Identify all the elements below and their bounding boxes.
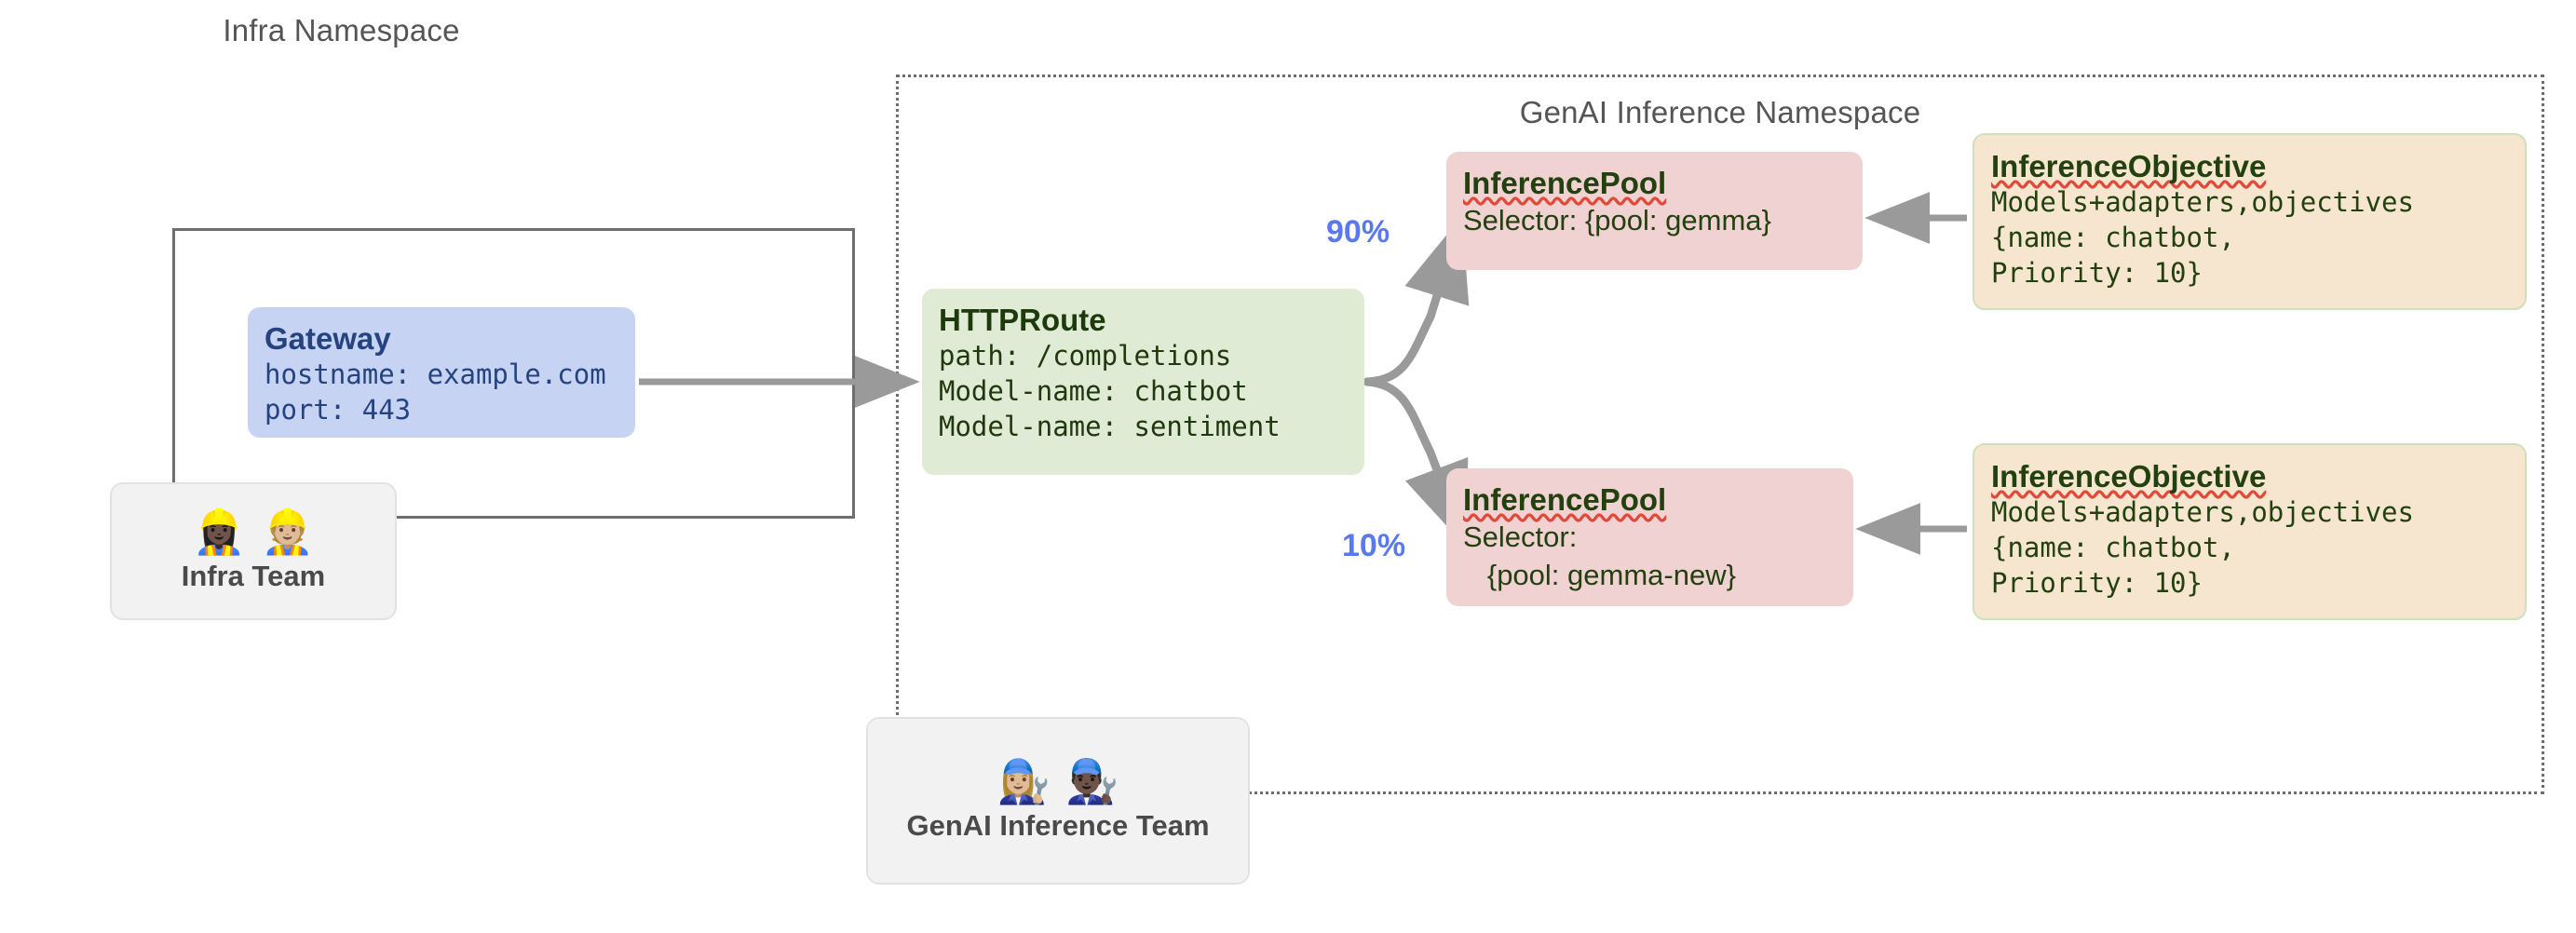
traffic-weight-10: 10% xyxy=(1342,528,1406,563)
namespace-infra-label: Infra Namespace xyxy=(223,13,460,47)
team-badge-infra[interactable]: 👷🏿‍♀️👷🏼 Infra Team xyxy=(110,482,397,620)
team-badge-genai[interactable]: 👩🏼‍🔧👨🏿‍🔧 GenAI Inference Team xyxy=(866,717,1250,885)
mechanic-icon: 👩🏼‍🔧👨🏿‍🔧 xyxy=(997,755,1134,806)
card-gateway-port: port: 443 xyxy=(264,393,412,426)
card-inference-pool-1[interactable]: InferencePool Selector: {pool: gemma} xyxy=(1446,152,1863,270)
card-gateway-title: Gateway xyxy=(264,321,391,356)
card-inference-pool-2[interactable]: InferencePool Selector: {pool: gemma-new… xyxy=(1446,468,1853,606)
card-httproute-model-name-1: Model-name: chatbot xyxy=(939,374,1248,407)
card-inference-objective-2[interactable]: InferenceObjective Models+adapters,objec… xyxy=(1973,443,2527,620)
spellcheck-underline-text: InferenceObjective xyxy=(1991,149,2267,183)
spellcheck-underline-text: InferenceObjective xyxy=(1991,459,2267,494)
card-inference-pool-1-selector: Selector: {pool: gemma} xyxy=(1463,204,1771,237)
namespace-infra xyxy=(172,228,855,519)
card-gateway[interactable]: Gateway hostname: example.com port: 443 xyxy=(248,307,635,438)
card-inference-objective-2-line-3: Priority: 10} xyxy=(1991,566,2203,599)
spellcheck-underline-text: InferencePool xyxy=(1463,482,1667,517)
team-badge-genai-label: GenAI Inference Team xyxy=(906,809,1210,843)
card-inference-objective-2-line-2: {name: chatbot, xyxy=(1991,531,2235,563)
card-httproute[interactable]: HTTPRoute path: /completions Model-name:… xyxy=(922,289,1364,475)
card-inference-objective-2-title: InferenceObjective xyxy=(1991,458,2508,495)
card-inference-objective-1[interactable]: InferenceObjective Models+adapters,objec… xyxy=(1973,133,2527,310)
card-inference-pool-2-selector: Selector: xyxy=(1463,521,1578,554)
card-inference-pool-2-selector-value: {pool: gemma-new} xyxy=(1463,558,1736,591)
card-httproute-title: HTTPRoute xyxy=(939,303,1106,337)
card-inference-objective-2-line-1: Models+adapters,objectives xyxy=(1991,496,2414,529)
card-inference-objective-1-line-2: {name: chatbot, xyxy=(1991,221,2235,253)
card-inference-objective-1-line-1: Models+adapters,objectives xyxy=(1991,186,2414,219)
namespace-genai xyxy=(896,74,2544,794)
card-inference-objective-1-line-3: Priority: 10} xyxy=(1991,256,2203,289)
card-gateway-hostname: hostname: example.com xyxy=(264,358,606,391)
construction-worker-icon: 👷🏿‍♀️👷🏼 xyxy=(192,506,330,557)
card-inference-pool-2-title: InferencePool xyxy=(1463,481,1837,519)
card-httproute-path: path: /completions xyxy=(939,340,1232,372)
team-badge-infra-label: Infra Team xyxy=(181,560,326,593)
traffic-weight-90: 90% xyxy=(1326,214,1390,250)
namespace-genai-label: GenAI Inference Namespace xyxy=(1519,95,1921,129)
card-httproute-model-name-2: Model-name: sentiment xyxy=(939,410,1281,442)
card-inference-objective-1-title: InferenceObjective xyxy=(1991,148,2508,185)
spellcheck-underline-text: InferencePool xyxy=(1463,166,1667,200)
card-inference-pool-1-title: InferencePool xyxy=(1463,165,1846,202)
